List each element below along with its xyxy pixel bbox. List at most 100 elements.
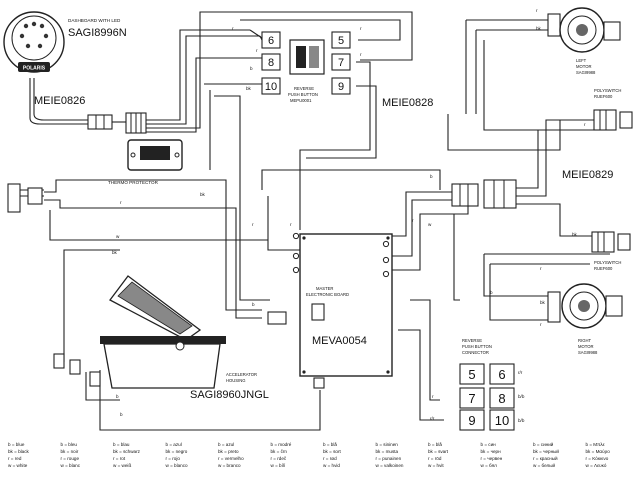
wire-label: b: [116, 394, 119, 399]
legend-entry: bk = черн: [481, 449, 502, 454]
top-pins: 6 5 8 7 10 9: [261, 31, 351, 95]
harness-label-top: MEIE0828: [382, 97, 433, 109]
connector-label-line1: REVERSE: [462, 338, 482, 343]
legend-entry: b = modré: [271, 442, 292, 447]
wire-label: b: [490, 290, 493, 295]
reverse-pushbutton-line3: MEPU0001: [290, 98, 312, 103]
connector-label-line3: CONNECTOR: [462, 350, 489, 355]
wire-label: r: [432, 394, 434, 399]
legend-entry: w = white: [8, 463, 28, 468]
polyswitch-top-line1: POLYSWITCH: [594, 88, 621, 93]
wire-label: r: [232, 26, 234, 31]
wire-label: bk: [536, 26, 542, 31]
pin-7: 7: [338, 57, 344, 69]
connector-pin-5: 5: [468, 367, 475, 382]
wire-label: r: [412, 218, 414, 223]
left-motor-line2: MOTOR: [576, 64, 592, 69]
wire-label: r: [290, 222, 292, 227]
legend-entry: w = бял: [481, 463, 498, 468]
legend-entry: w = blanco: [166, 463, 189, 468]
legend-entry: w = bílí: [271, 463, 286, 468]
legend-entry: r = червен: [481, 456, 503, 461]
harness-label-left: MEIE0826: [34, 95, 85, 107]
legend-entry: b = sininen: [376, 442, 399, 447]
wire-label: r: [252, 222, 254, 227]
legend-entry: r = rød: [323, 456, 337, 461]
legend-entry: b = azul: [166, 442, 182, 447]
legend-entry: r = röd: [428, 456, 442, 461]
legend-entry: w = hvid: [323, 463, 340, 468]
legend-entry: bk = Μαύρο: [586, 448, 611, 454]
connector-pin-7: 7: [468, 391, 475, 406]
legend-entry: b = blå: [428, 441, 442, 447]
legend-entry: b = azul: [218, 442, 234, 447]
wire-label: r: [120, 200, 122, 205]
pin-8: 8: [268, 57, 274, 69]
legend-entry: bk = musta: [376, 449, 399, 454]
master-electronic-board: MASTER ELECTRONIC BOARD MEVA0054: [292, 232, 393, 389]
side-connector: [7, 183, 43, 213]
wire-label: r/r: [430, 416, 435, 421]
right-motor-line3: SAGI9988: [578, 350, 598, 355]
legend-entry: bk = črn: [271, 449, 288, 454]
legend-entry: b = син: [481, 442, 497, 447]
connector-label-line2: PUSH BUTTON: [462, 344, 492, 349]
polyswitch-top-line2: RUEF600: [594, 94, 613, 99]
thermo-label: THERMO PROTECTOR: [108, 180, 159, 185]
wire-label: b: [252, 302, 255, 307]
legend-entry: bk = negro: [166, 449, 188, 454]
wire-label: b: [430, 174, 433, 179]
legend-entry: w = белый: [533, 462, 556, 468]
left-motor: LEFT MOTOR SAGI9988: [547, 7, 621, 75]
pin-10: 10: [265, 81, 277, 93]
legend-entry: bk = черный: [533, 448, 559, 454]
legend-entry: b = blau: [113, 442, 130, 447]
master-board-line2: ELECTRONIC BOARD: [306, 292, 349, 297]
legend-entry: bk = sort: [323, 449, 341, 454]
reverse-pushbutton: REVERSE PUSH BUTTON MEPU0001: [288, 39, 325, 103]
wire-label: b/b: [518, 394, 525, 399]
accelerator-plugs: [53, 353, 101, 387]
legend-entry: b = blå: [323, 441, 337, 447]
wire-label: r: [536, 8, 538, 13]
polyswitch-bottom-line2: RUEF600: [594, 266, 613, 271]
legend-entry: r = rdeč: [271, 456, 287, 461]
right-motor-line2: MOTOR: [578, 344, 594, 349]
pin-9: 9: [338, 81, 344, 93]
legend-entry: b = синий: [533, 441, 554, 447]
wire-label: bk: [112, 250, 118, 255]
legend-entry: bk = svart: [428, 449, 449, 454]
left-motor-line3: SAGI9988: [576, 70, 596, 75]
legend-entry: w = Λευκό: [586, 462, 607, 468]
wires: [20, 11, 612, 431]
legend-entry: r = rojo: [166, 456, 181, 461]
wire-label: r: [540, 266, 542, 271]
left-harness-plug: [87, 112, 147, 134]
pin-5: 5: [338, 35, 344, 47]
wire-label: bk: [540, 300, 546, 305]
reverse-pushbutton-line1: REVERSE: [294, 86, 314, 91]
wire-label: w: [428, 222, 432, 227]
polyswitch-bottom-line1: POLYSWITCH: [594, 260, 621, 265]
legend-entry: bk = noir: [61, 449, 79, 454]
connector-pin-10: 10: [495, 413, 509, 428]
legend-entry: w = blanc: [61, 463, 81, 468]
legend-entry: r = rot: [113, 456, 126, 461]
dashboard: POLARIS DASHBOARD WITH LED SAGI8996N: [3, 11, 127, 73]
legend-entry: r = красный: [533, 455, 558, 461]
wire-label: r: [360, 52, 362, 57]
dashboard-code: SAGI8996N: [68, 27, 127, 39]
legend-entry: w = hvit: [428, 463, 444, 468]
connector-pin-9: 9: [468, 413, 475, 428]
legend-entry: w = branco: [218, 463, 241, 468]
wire-label: b/b: [518, 418, 525, 423]
wire-label: b: [250, 66, 253, 71]
harness-label-right: MEIE0829: [562, 169, 613, 181]
wire-label: r: [360, 26, 362, 31]
master-board-code: MEVA0054: [312, 335, 367, 347]
legend-entry: r = punainen: [376, 456, 402, 461]
accelerator-line2: HOUSING: [226, 378, 246, 383]
